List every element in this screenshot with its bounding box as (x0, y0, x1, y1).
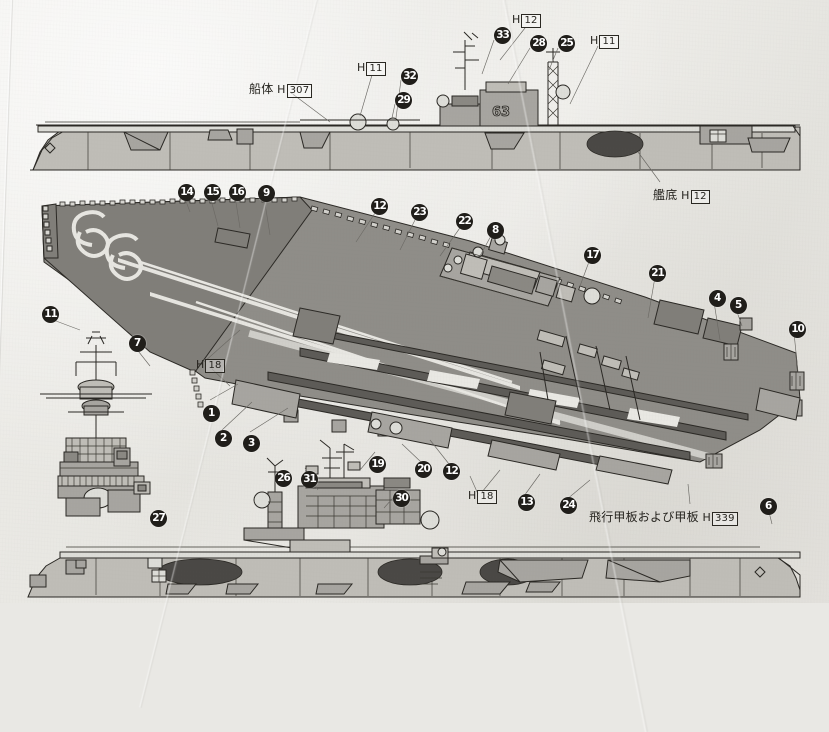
callout-marker-9: 9 (258, 185, 275, 202)
callout-marker-25: 25 (558, 35, 575, 52)
callout-marker-1: 1 (203, 405, 220, 422)
island-profile-top: 63 (436, 31, 571, 127)
island-on-deck-plan (439, 234, 601, 307)
view-island-detail (40, 331, 152, 517)
label-part-number: 18 (205, 359, 225, 373)
view-flight-deck-plan (41, 196, 805, 485)
callout-marker-28: 28 (530, 35, 547, 52)
label-text-jp: 艦底 (653, 188, 678, 202)
label-part-letter: H (590, 34, 599, 47)
callout-marker-21: 21 (649, 265, 666, 282)
label-part-letter: H (357, 61, 366, 74)
label-text-jp: 船体 (249, 82, 274, 96)
callout-marker-3: 3 (243, 435, 260, 452)
label-part-number: 11 (366, 62, 386, 76)
callout-marker-10: 10 (789, 321, 806, 338)
label-part-number: 307 (286, 84, 313, 98)
callout-marker-2: 2 (215, 430, 232, 447)
callout-marker-22: 22 (456, 213, 473, 230)
callout-marker-32: 32 (401, 68, 418, 85)
callout-marker-23: 23 (411, 204, 428, 221)
callout-marker-19: 19 (369, 456, 386, 473)
island-profile-bottom (243, 439, 440, 553)
label-part-number: 11 (599, 35, 619, 49)
callout-marker-15: 15 (204, 184, 221, 201)
callout-marker-33: 33 (494, 27, 511, 44)
callout-marker-8: 8 (487, 222, 504, 239)
callout-marker-12: 12 (443, 463, 460, 480)
callout-marker-6: 6 (760, 498, 777, 515)
callout-marker-31: 31 (301, 471, 318, 488)
deck-hull-number (71, 210, 143, 281)
callout-marker-14: 14 (178, 184, 195, 201)
callout-marker-17: 17 (584, 247, 601, 264)
label-part-letter: H (196, 358, 205, 371)
label-part-letter: H (277, 83, 286, 96)
callout-marker-16: 16 (229, 184, 246, 201)
leader-lines (47, 27, 799, 525)
callout-marker-7: 7 (129, 335, 146, 352)
callout-marker-26: 26 (275, 470, 292, 487)
callout-marker-24: 24 (560, 497, 577, 514)
label-part-number: 12 (690, 190, 710, 204)
view-port-profile (27, 439, 801, 598)
callout-marker-20: 20 (415, 461, 432, 478)
drawing-canvas: .ln{fill:none;stroke:#2a2824;stroke-widt… (27, 27, 805, 598)
label-text-jp: 飛行甲板および甲板 (589, 510, 699, 524)
label-part-letter: H (512, 13, 521, 26)
callout-marker-4: 4 (709, 290, 726, 307)
svg-text:63: 63 (492, 105, 510, 120)
callout-marker-30: 30 (393, 490, 410, 507)
callout-marker-29: 29 (395, 92, 412, 109)
label-part-letter: H (702, 511, 711, 524)
label-part-number: 339 (712, 512, 738, 526)
label-part-number: 18 (477, 490, 497, 504)
label-part-letter: H (468, 489, 477, 502)
callout-marker-5: 5 (730, 297, 747, 314)
label-part-number: 12 (521, 14, 541, 28)
callout-marker-27: 27 (150, 510, 167, 527)
callout-marker-12: 12 (371, 198, 388, 215)
label-part-letter: H (681, 189, 690, 202)
callout-marker-11: 11 (42, 306, 59, 323)
view-starboard-profile: 63 (30, 31, 801, 171)
callout-marker-13: 13 (518, 494, 535, 511)
